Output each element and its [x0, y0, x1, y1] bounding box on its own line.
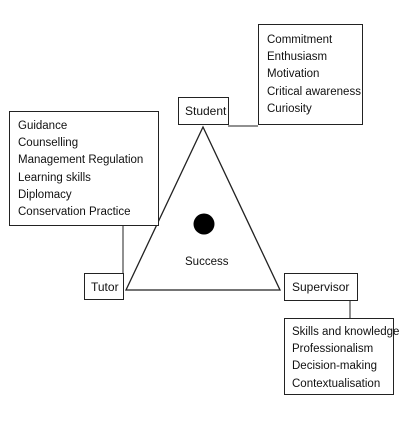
tutor-attributes-list: Guidance Counselling Management Regulati…	[18, 118, 143, 221]
list-item: Motivation	[267, 68, 320, 81]
list-item: Skills and knowledge	[292, 326, 400, 338]
list-item: Learning skills	[18, 171, 91, 184]
success-triangle	[124, 125, 282, 291]
list-item: Management Regulation	[18, 154, 144, 167]
student-attributes-list: Commitment Enthusiasm Motivation Critica…	[267, 32, 361, 118]
tutor-attributes-box: Guidance Counselling Management Regulati…	[9, 111, 159, 226]
student-attributes-box: Commitment Enthusiasm Motivation Critica…	[258, 24, 363, 125]
list-item: Curiosity	[267, 102, 312, 115]
list-item: Contextualisation	[292, 377, 381, 390]
supervisor-label: Supervisor	[292, 280, 350, 294]
list-item: Guidance	[18, 120, 68, 132]
student-label: Student	[185, 104, 227, 118]
list-item: Decision-making	[292, 360, 378, 373]
student-node: Student	[178, 97, 229, 125]
supervisor-attributes-list: Skills and knowledge Professionalism Dec…	[292, 324, 399, 393]
list-item: Counselling	[18, 137, 79, 150]
list-item: Conservation Practice	[18, 206, 131, 219]
success-label: Success	[185, 256, 229, 268]
supervisor-node: Supervisor	[284, 273, 358, 301]
center-dot	[193, 213, 215, 235]
tutor-node: Tutor	[84, 273, 124, 300]
list-item: Critical awareness	[267, 85, 361, 98]
list-item: Professionalism	[292, 343, 374, 356]
supervisor-attributes-box: Skills and knowledge Professionalism Dec…	[284, 318, 399, 395]
tutor-label: Tutor	[91, 280, 119, 294]
list-item: Enthusiasm	[267, 51, 328, 64]
list-item: Diplomacy	[18, 188, 72, 201]
list-item: Commitment	[267, 34, 333, 46]
